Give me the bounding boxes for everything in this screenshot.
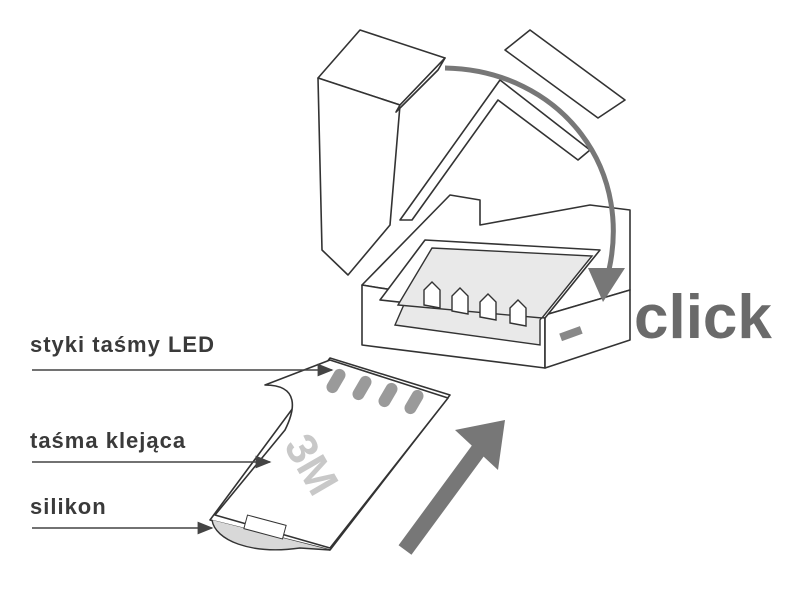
insert-arrow bbox=[398, 443, 487, 555]
label-adhesive: taśma klejąca bbox=[30, 428, 187, 453]
connector-lid bbox=[317, 29, 626, 276]
led-strip bbox=[209, 357, 451, 551]
closing-arrow bbox=[444, 65, 616, 286]
closing-arrowhead bbox=[588, 268, 625, 302]
connector-pins bbox=[423, 281, 527, 327]
label-silicone: silikon bbox=[30, 494, 107, 519]
connector-base bbox=[361, 194, 631, 369]
label-contacts: styki taśmy LED bbox=[30, 332, 215, 357]
insert-arrowhead bbox=[455, 420, 505, 470]
click-label: click bbox=[634, 283, 772, 352]
